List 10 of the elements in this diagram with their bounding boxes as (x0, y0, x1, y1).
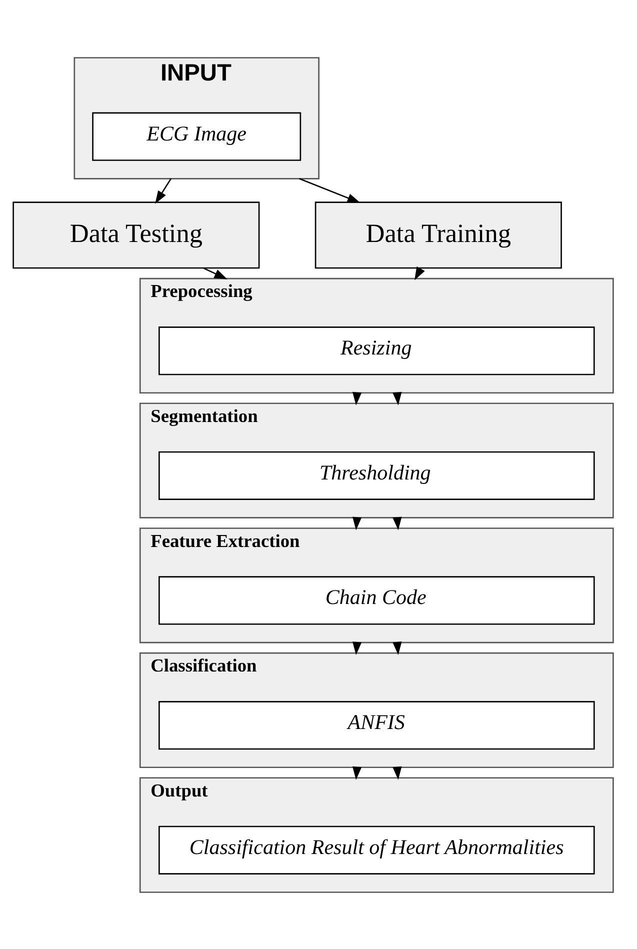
arrow (299, 178, 361, 202)
node-box: Classification Result of Heart Abnormalities (158, 825, 595, 874)
node-box: Resizing (158, 326, 595, 375)
node-box: ECG Image (92, 112, 302, 160)
node-box: Thresholding (158, 450, 595, 500)
arrow (204, 267, 228, 279)
node-box: Data Testing (12, 201, 260, 268)
node-box: ANFIS (158, 700, 595, 750)
node-box: Chain Code (158, 576, 595, 624)
arrow (155, 178, 172, 204)
